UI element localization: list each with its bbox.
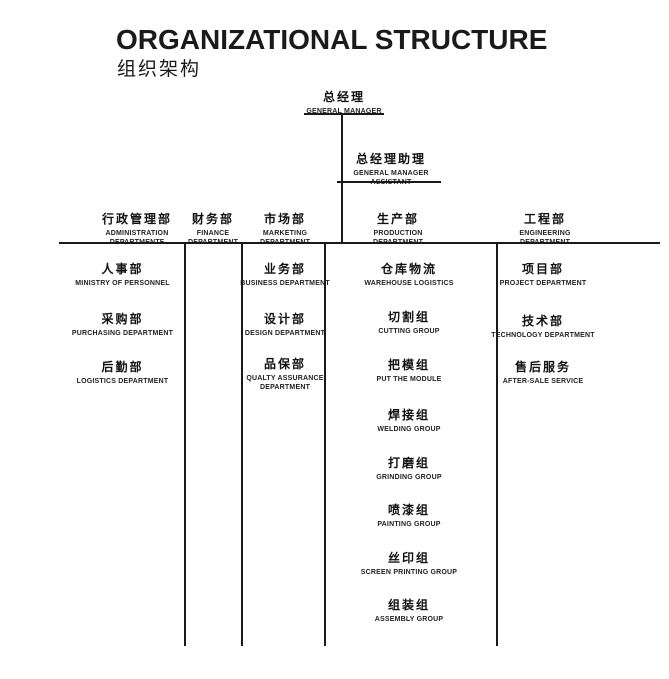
node-after-sale-service: 售后服务 AFTER-SALE SERVICE (463, 358, 623, 387)
node-label-zh: 总经理助理 (355, 152, 426, 166)
node-logistics: 后勤部 LOGISTICS DEPARTMENT (60, 358, 185, 387)
column-divider-4 (496, 244, 498, 646)
node-label-zh: 总经理 (322, 90, 365, 104)
node-purchasing: 采购部 PURCHASING DEPARTMENT (60, 310, 185, 339)
dept-label-zh: 行政管理部 (101, 212, 172, 226)
node-general-manager: 总经理 GENERAL MANAGER (284, 88, 404, 117)
node-label-en: WELDING GROUP (377, 426, 441, 433)
node-label-en: CUTTING GROUP (378, 328, 440, 335)
node-screen-printing-group: 丝印组 SCREEN PRINTING GROUP (325, 549, 493, 578)
node-project: 项目部 PROJECT DEPARTMENT (463, 260, 623, 289)
dept-label-zh: 生产部 (376, 212, 419, 226)
node-label-en: PUT THE MODULE (376, 376, 442, 383)
node-label-zh: 后勤部 (101, 360, 144, 374)
dept-label-en: ENGINEERING DEPARTMENT (519, 230, 571, 246)
node-label-zh: 仓库物流 (380, 262, 437, 276)
node-label-zh: 焊接组 (387, 408, 430, 422)
node-label-en: WAREHOUSE LOGISTICS (364, 280, 454, 287)
node-label-en: MINISTRY OF PERSONNEL (75, 280, 170, 287)
node-design: 设计部 DESIGN DEPARTMENT (239, 310, 331, 339)
main-rail-line (59, 242, 660, 244)
node-label-zh: 打磨组 (387, 456, 430, 470)
dept-label-zh: 市场部 (263, 212, 306, 226)
page-title: ORGANIZATIONAL STRUCTURE (116, 24, 548, 55)
gm-connector-line (341, 115, 343, 243)
node-grinding-group: 打磨组 GRINDING GROUP (325, 454, 493, 483)
node-label-zh: 丝印组 (387, 551, 430, 565)
node-label-en: DESIGN DEPARTMENT (244, 330, 326, 337)
node-business: 业务部 BUSINESS DEPARTMENT (239, 260, 331, 289)
node-label-en: TECHNOLOGY DEPARTMENT (491, 332, 595, 339)
column-divider-1 (184, 244, 186, 646)
node-label-zh: 切割组 (387, 310, 430, 324)
node-quality-assurance: 品保部 QUALTY ASSURANCE DEPARTMENT (239, 355, 331, 393)
column-divider-3 (324, 244, 326, 646)
node-label-zh: 品保部 (263, 357, 306, 371)
node-technology: 技术部 TECHNOLOGY DEPARTMENT (463, 312, 623, 341)
node-label-zh: 技术部 (521, 314, 564, 328)
node-label-zh: 设计部 (263, 312, 306, 326)
gm-underline (304, 113, 384, 115)
node-label-en: QUALTY ASSURANCE DEPARTMENT (246, 375, 324, 391)
node-assembly-group: 组装组 ASSEMBLY GROUP (325, 596, 493, 625)
node-label-zh: 项目部 (521, 262, 564, 276)
node-warehouse-logistics: 仓库物流 WAREHOUSE LOGISTICS (325, 260, 493, 289)
node-label-en: GENERAL MANAGER ASSISTANT (353, 170, 429, 186)
node-module-group: 把模组 PUT THE MODULE (325, 356, 493, 385)
node-label-en: SCREEN PRINTING GROUP (360, 569, 458, 576)
dept-label-zh: 工程部 (523, 212, 566, 226)
node-label-en: AFTER-SALE SERVICE (502, 378, 584, 385)
node-label-zh: 把模组 (387, 358, 430, 372)
node-label-en: LOGISTICS DEPARTMENT (76, 378, 169, 385)
node-label-zh: 人事部 (101, 262, 144, 276)
node-personnel: 人事部 MINISTRY OF PERSONNEL (60, 260, 185, 289)
node-label-en: GENERAL MANAGER (306, 108, 382, 115)
node-label-en: PAINTING GROUP (377, 521, 441, 528)
node-label-en: PROJECT DEPARTMENT (499, 280, 587, 287)
dept-label-en: PRODUCTION DEPARTMENT (373, 230, 423, 246)
dept-label-en: MARKETING DEPARTMENT (260, 230, 310, 246)
node-label-en: GRINDING GROUP (376, 474, 442, 481)
node-cutting-group: 切割组 CUTTING GROUP (325, 308, 493, 337)
page-subtitle: 组织架构 (117, 59, 202, 80)
node-label-zh: 组装组 (387, 598, 430, 612)
assistant-underline (337, 181, 441, 183)
node-label-zh: 喷漆组 (387, 503, 430, 517)
node-welding-group: 焊接组 WELDING GROUP (325, 406, 493, 435)
node-label-en: PURCHASING DEPARTMENT (71, 330, 174, 337)
column-divider-2 (241, 244, 243, 646)
node-label-zh: 采购部 (101, 312, 144, 326)
node-label-zh: 售后服务 (514, 360, 571, 374)
node-label-en: ASSEMBLY GROUP (374, 616, 444, 623)
node-painting-group: 喷漆组 PAINTING GROUP (325, 501, 493, 530)
node-label-zh: 业务部 (263, 262, 306, 276)
node-label-en: BUSINESS DEPARTMENT (240, 280, 330, 287)
dept-label-zh: 财务部 (191, 212, 234, 226)
